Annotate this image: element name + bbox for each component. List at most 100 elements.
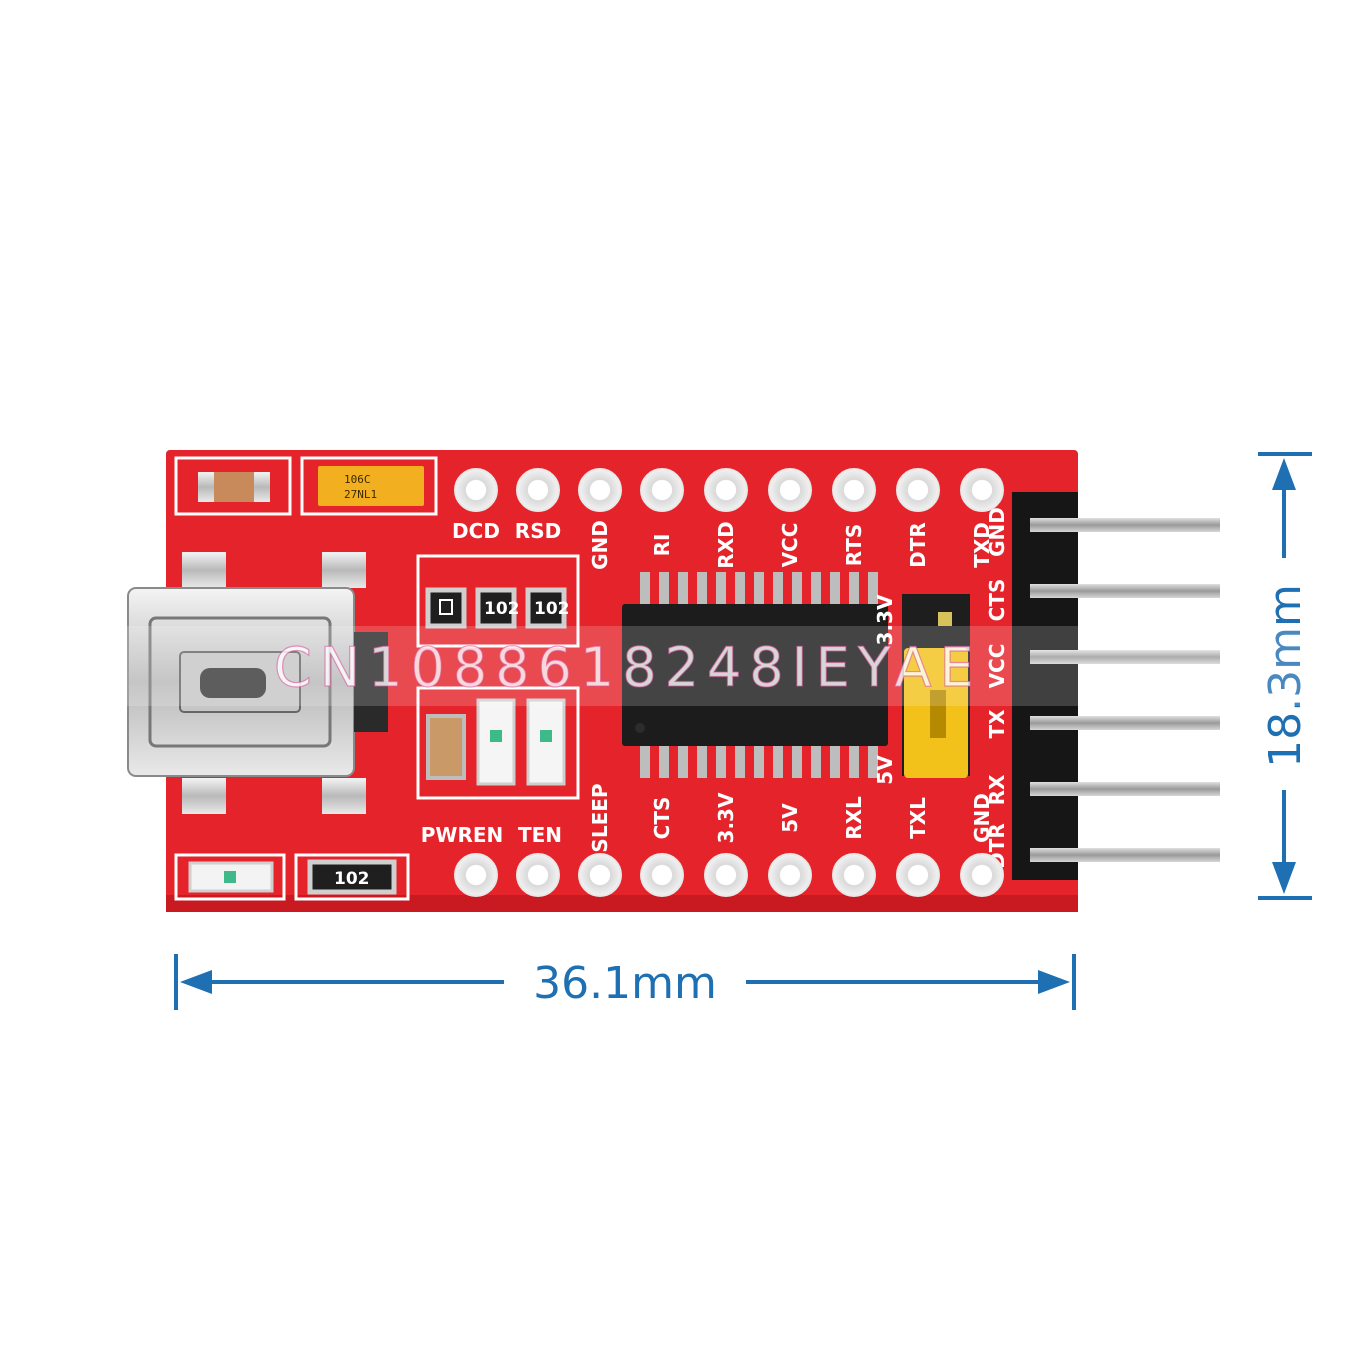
header-pin-5 — [1030, 782, 1220, 796]
top-pin-label-6: VCC — [778, 523, 802, 568]
bottom-pad-6-hole — [780, 865, 800, 885]
silk-outline-c2 — [300, 456, 438, 516]
led-power-die — [224, 871, 236, 883]
silk-outline-r4 — [174, 853, 286, 901]
header-label-cts: CTS — [985, 579, 1009, 622]
watermark-text: CN1088618248IEYAE — [274, 636, 982, 699]
bottom-pin-label-3: SLEEP — [588, 783, 612, 852]
chip-pin1-dot — [635, 723, 645, 733]
header-label-rx: RX — [985, 774, 1009, 805]
bottom-pin-label-8: TXL — [906, 797, 930, 839]
resistor-r3-mark: 102 — [534, 599, 570, 619]
bottom-pin-labels: PWREN TEN SLEEP CTS 3.3V 5V RXL TXL GND — [421, 783, 994, 852]
silk-outline-r-row — [416, 554, 580, 648]
header-pin-2 — [1030, 584, 1220, 598]
bottom-pin-label-7: RXL — [842, 796, 866, 840]
jumper-cap-slot — [930, 690, 946, 738]
pcb-board: 106C 27NL1 102 102 — [127, 450, 1220, 912]
header-pin-1 — [1030, 518, 1220, 532]
through-hole-pads — [454, 468, 1004, 897]
resistor-r3 — [525, 587, 567, 629]
width-dim-arrow-right — [1038, 970, 1070, 994]
top-pad-3-hole — [590, 480, 610, 500]
led-tx-die — [490, 730, 502, 742]
usb-mount-pad-br — [322, 778, 366, 814]
chip-pins-bottom — [640, 742, 878, 778]
chip-pins-top — [640, 572, 878, 608]
header-label-gnd: GND — [985, 507, 1009, 557]
bottom-pad-8-hole — [908, 865, 928, 885]
bottom-pin-label-4: CTS — [650, 797, 674, 840]
top-pin-label-4: RI — [650, 534, 674, 557]
top-pin-label-7: RTS — [842, 524, 866, 567]
usb-inner-frame — [148, 616, 332, 748]
header-pin-6 — [1030, 848, 1220, 862]
height-dimension — [1258, 452, 1312, 900]
led-rx-die — [540, 730, 552, 742]
jumper-pin-top — [938, 612, 952, 626]
header-label-vcc: VCC — [985, 644, 1009, 689]
bottom-pad-3-hole — [590, 865, 610, 885]
silk-outline-r5 — [294, 853, 410, 901]
height-label: 18.3mm — [1260, 584, 1311, 768]
silk-outline-leds — [416, 686, 580, 800]
height-dim-arrow-down — [1272, 862, 1296, 894]
bottom-pad-2-hole — [528, 865, 548, 885]
bottom-pad-4-hole — [652, 865, 672, 885]
usb-mini-connector — [127, 552, 388, 814]
width-dim-arrow-left — [180, 970, 212, 994]
header-pin-4 — [1030, 716, 1220, 730]
top-pad-8-hole — [908, 480, 928, 500]
width-label: 36.1mm — [533, 958, 717, 1009]
top-pin-label-3: GND — [588, 520, 612, 570]
bottom-pad-9-hole — [972, 865, 992, 885]
width-dimension — [174, 954, 1076, 1010]
header-pin-3 — [1030, 650, 1220, 664]
bottom-pin-label-1: PWREN — [421, 823, 504, 847]
top-pad-5-hole — [716, 480, 736, 500]
cap-end-left — [198, 472, 214, 502]
bottom-pin-label-9: GND — [970, 793, 994, 843]
tantalum-capacitor — [318, 466, 424, 506]
chip-body — [622, 604, 888, 746]
cap-end-right — [254, 472, 270, 502]
silk-outline-c1 — [174, 456, 292, 516]
top-pad-7-hole — [844, 480, 864, 500]
top-pad-9-hole — [972, 480, 992, 500]
jumper-label-5v: 5V — [873, 755, 897, 785]
top-pin-label-2: RSD — [515, 519, 561, 543]
resistor-r4-mark: 102 — [334, 869, 370, 889]
watermark-band — [0, 626, 1360, 706]
top-pad-6-hole — [780, 480, 800, 500]
top-pad-2-hole — [528, 480, 548, 500]
resistor-r2-mark: 102 — [484, 599, 520, 619]
pin-header — [1012, 492, 1220, 880]
height-dim-arrow-up — [1272, 458, 1296, 490]
cap-mark-line2: 27NL1 — [344, 488, 377, 501]
top-pin-label-8: DTR — [906, 522, 930, 568]
bottom-pin-label-2: TEN — [518, 823, 562, 847]
usb-contacts — [354, 632, 388, 732]
top-pin-label-5: RXD — [714, 521, 738, 568]
usb-mount-pad-tr — [322, 552, 366, 588]
usb-mount-pad-bl — [182, 778, 226, 814]
bottom-pad-5-hole — [716, 865, 736, 885]
bottom-pin-label-6: 5V — [778, 803, 802, 833]
resistor-r4 — [307, 859, 397, 895]
header-housing — [1012, 492, 1078, 880]
ftdi-chip — [622, 572, 888, 778]
top-pin-label-1: DCD — [452, 519, 500, 543]
resistor-r2 — [475, 587, 517, 629]
bottom-pin-label-5: 3.3V — [714, 792, 738, 843]
voltage-jumper: 3.3V 5V — [873, 594, 970, 785]
top-pad-4-hole — [652, 480, 672, 500]
usb-opening — [200, 668, 266, 698]
jumper-label-3v3: 3.3V — [873, 594, 897, 645]
led-cap — [426, 714, 466, 780]
resistor-r1 — [425, 587, 467, 629]
cap-mark-line1: 106C — [344, 473, 371, 486]
resistor-r1-mark — [439, 599, 453, 615]
top-pad-1-hole — [466, 480, 486, 500]
